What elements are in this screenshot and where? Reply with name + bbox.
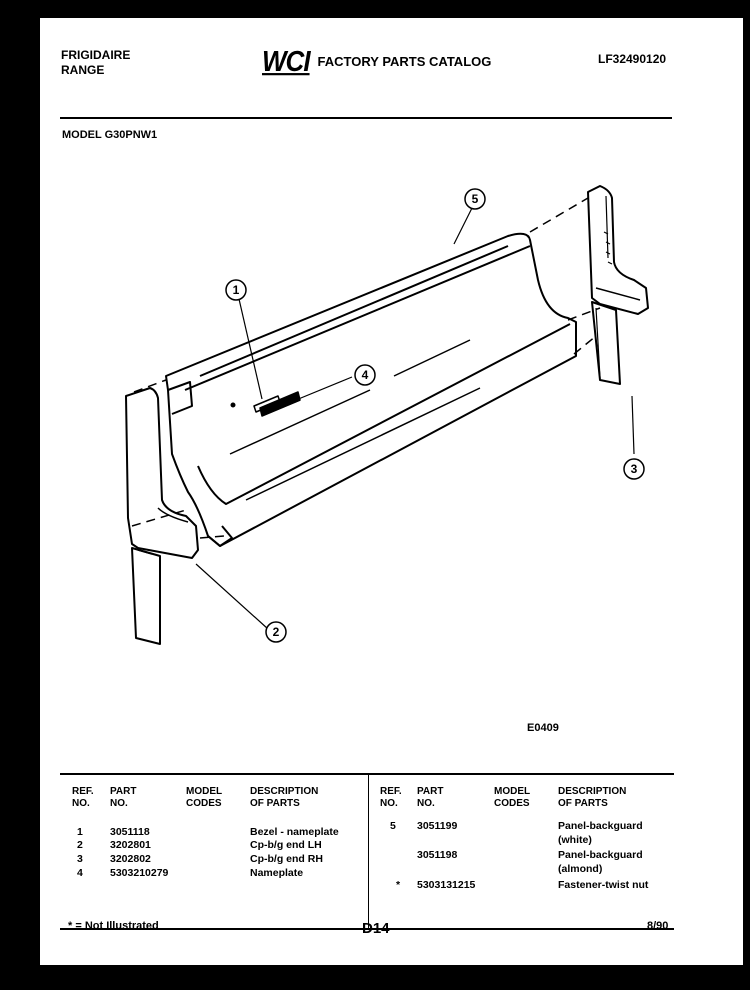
row-part: 5303210279: [110, 867, 169, 879]
row-part: 3051198: [417, 849, 458, 861]
backguard-lower-fold: [197, 323, 571, 505]
leader-5: [453, 207, 473, 245]
callout-label-3: 3: [631, 462, 638, 476]
figure-code: E0409: [527, 722, 559, 734]
catalog-title: FACTORY PARTS CATALOG: [317, 54, 492, 69]
brand-name: FRIGIDAIRE: [61, 48, 131, 62]
header-description: DESCRIPTION OF PARTS: [250, 786, 319, 809]
callout-circle-1: [225, 279, 247, 301]
page-number: D14: [362, 920, 390, 937]
row-desc-note: (white): [558, 834, 592, 846]
row-ref: 4: [77, 867, 83, 879]
header-description-right: DESCRIPTION OF PARTS: [558, 786, 627, 809]
header-part-no-right: PART NO.: [417, 786, 444, 809]
leader-2: [195, 563, 269, 630]
backguard-panel: [165, 232, 577, 547]
callout-circle-4: [354, 364, 376, 386]
parts-catalog-page: FRIGIDAIRE RANGE WCI FACTORY PARTS CATAL…: [40, 18, 743, 965]
end-cap-left-foot: [131, 547, 161, 645]
row-part: 5303131215: [417, 879, 476, 891]
catalog-number: LF32490120: [598, 52, 667, 66]
callout-label-5: 5: [472, 192, 479, 206]
end-cap-right: [587, 185, 649, 315]
leader-3: [631, 395, 635, 455]
panel-left-lip: [167, 381, 193, 415]
row-desc: Bezel - nameplate: [250, 826, 339, 838]
backguard-bottom-lip: [207, 525, 233, 547]
exploded-diagram: 1 2 3 4 5: [125, 185, 649, 645]
brand-block: FRIGIDAIRE RANGE: [61, 48, 130, 78]
row-ref: 3: [77, 853, 83, 865]
row-part: 3051199: [417, 820, 458, 832]
leader-4: [295, 376, 353, 401]
product-type: RANGE: [61, 63, 105, 77]
not-illustrated-note: * = Not Illustrated: [68, 920, 159, 932]
header-rule: [60, 117, 672, 119]
callout-circle-2: [265, 621, 287, 643]
leader-1: [238, 298, 263, 400]
row-desc: Cp-b/g end LH: [250, 839, 322, 851]
row-desc: Panel-backguard: [558, 820, 643, 832]
callout-circle-5: [464, 188, 486, 210]
header-ref-no: REF. NO.: [72, 786, 94, 809]
header-ref-no-right: REF. NO.: [380, 786, 402, 809]
end-cap-left: [125, 387, 199, 559]
header-part-no: PART NO.: [110, 786, 137, 809]
callout-label-1: 1: [233, 283, 240, 297]
row-ref: *: [396, 879, 401, 891]
bezel-nameplate: [253, 391, 301, 417]
header-model-codes: MODEL CODES: [186, 786, 223, 809]
row-desc: Cp-b/g end RH: [250, 853, 323, 865]
row-ref: 5: [390, 820, 396, 832]
row-part: 3051118: [110, 826, 150, 838]
parts-table: REF. NO. PART NO. MODEL CODES DESCRIPTIO…: [60, 773, 674, 930]
backguard-top-edge: [199, 245, 509, 377]
header-model-codes-right: MODEL CODES: [494, 786, 531, 809]
row-ref: 1: [77, 826, 83, 838]
row-desc-note: (almond): [558, 863, 603, 875]
catalog-header: WCI FACTORY PARTS CATALOG: [262, 44, 492, 78]
callout-circle-3: [623, 458, 645, 480]
row-ref: 2: [77, 839, 83, 851]
row-desc: Nameplate: [250, 867, 304, 879]
row-part: 3202802: [110, 853, 151, 865]
model-number: MODEL G30PNW1: [62, 129, 158, 141]
catalog-date: 8/90: [647, 920, 669, 932]
callout-label-2: 2: [273, 625, 280, 639]
row-part: 3202801: [110, 839, 151, 851]
wci-logo: WCI: [262, 44, 311, 78]
row-desc: Fastener-twist nut: [558, 879, 649, 891]
end-cap-right-foot: [591, 301, 621, 385]
callout-label-4: 4: [362, 368, 369, 382]
table-divider: [368, 775, 369, 928]
row-desc: Panel-backguard: [558, 849, 643, 861]
backguard-fold-line: [184, 245, 531, 391]
